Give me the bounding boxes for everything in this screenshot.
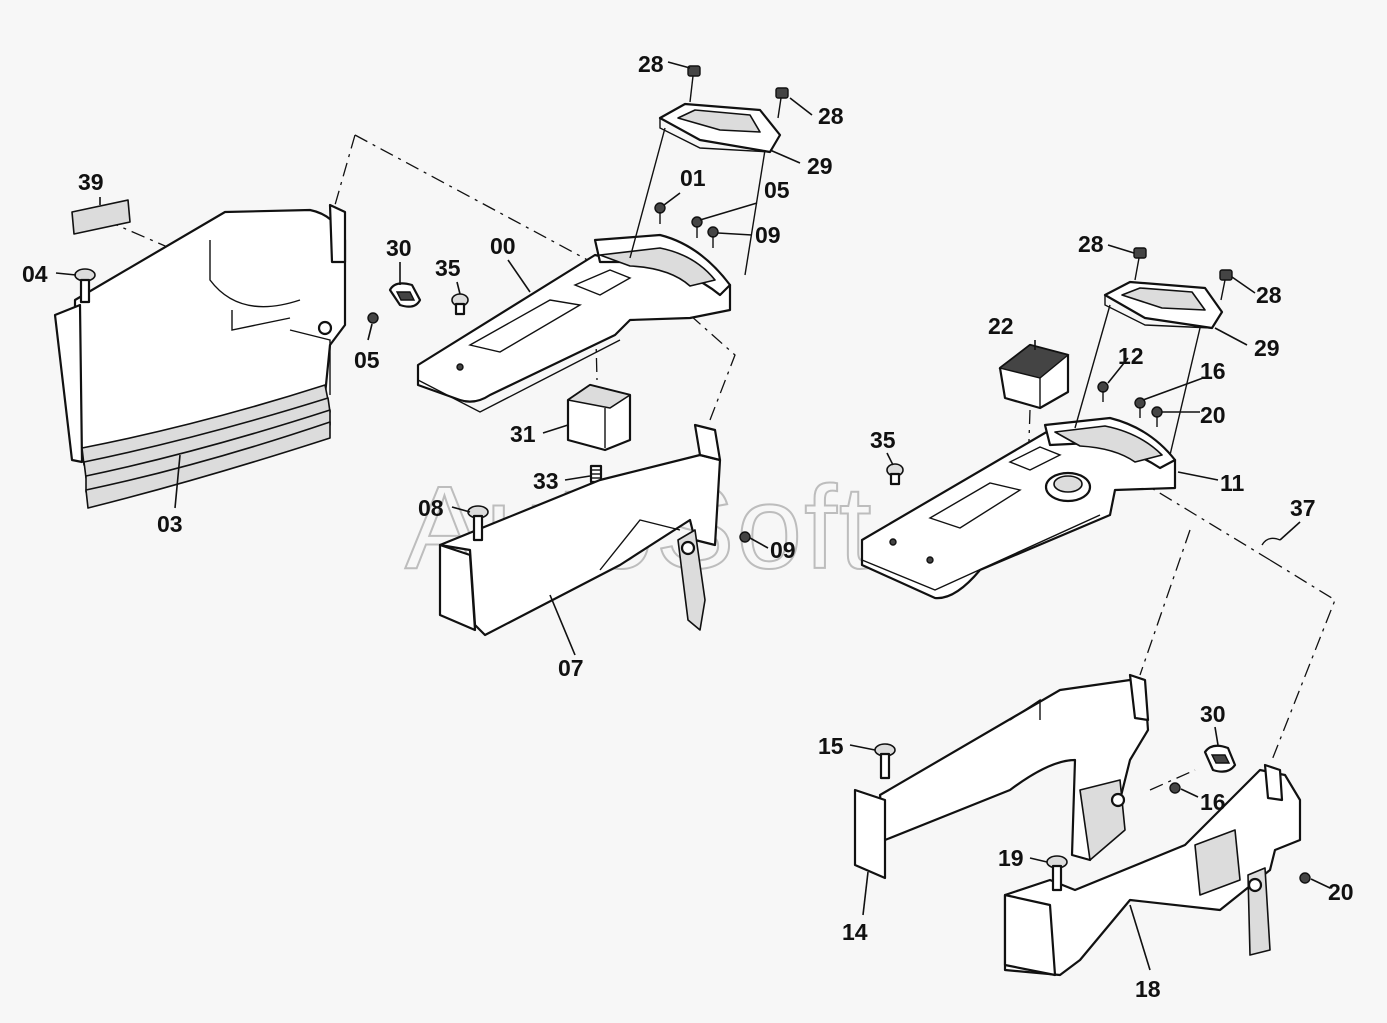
label-11: 11 bbox=[1220, 470, 1245, 496]
part-39-decal bbox=[71, 199, 131, 235]
label-28-right-b: 28 bbox=[1256, 282, 1282, 308]
label-20-lower: 20 bbox=[1328, 879, 1354, 905]
part-labels: 39 04 30 05 03 35 00 01 05 09 28 28 29 3… bbox=[22, 51, 1354, 1002]
label-08: 08 bbox=[418, 495, 444, 521]
label-30-right: 30 bbox=[1200, 701, 1226, 727]
label-30-left: 30 bbox=[386, 235, 412, 261]
label-09-lower: 09 bbox=[770, 537, 796, 563]
part-37-clip bbox=[1261, 537, 1281, 546]
label-33: 33 bbox=[533, 468, 559, 494]
screws-28-right bbox=[1133, 247, 1233, 301]
label-16-top: 16 bbox=[1200, 358, 1226, 384]
part-05-screw-left bbox=[367, 312, 379, 324]
label-03: 03 bbox=[157, 511, 183, 537]
screws-01-05-09 bbox=[654, 202, 719, 248]
label-16-lower: 16 bbox=[1200, 789, 1226, 815]
part-30-grommet-left bbox=[388, 282, 422, 308]
label-29-left: 29 bbox=[807, 153, 833, 179]
screws-28-left bbox=[687, 65, 789, 119]
label-28-right-a: 28 bbox=[1078, 231, 1104, 257]
label-29-right: 29 bbox=[1254, 335, 1280, 361]
label-07: 07 bbox=[558, 655, 584, 681]
label-35-right: 35 bbox=[870, 427, 896, 453]
part-09-screw-lower bbox=[739, 531, 751, 543]
screws-16-20-lower bbox=[1169, 782, 1311, 884]
label-09-top: 09 bbox=[755, 222, 781, 248]
screws-12-16-20 bbox=[1097, 381, 1163, 427]
part-03-left-side-cover bbox=[53, 203, 347, 509]
leader-lines bbox=[55, 61, 1331, 971]
label-19: 19 bbox=[998, 845, 1024, 871]
part-22-switch bbox=[998, 343, 1070, 410]
label-00: 00 bbox=[490, 233, 516, 259]
label-05-top: 05 bbox=[764, 177, 790, 203]
label-14: 14 bbox=[842, 919, 868, 945]
label-22: 22 bbox=[988, 313, 1014, 339]
part-29-bezel-left bbox=[629, 102, 782, 276]
label-04: 04 bbox=[22, 261, 48, 287]
part-35-clip-left bbox=[451, 293, 469, 316]
part-07-lower-cover bbox=[438, 423, 722, 637]
part-08-clip bbox=[467, 505, 489, 542]
label-35-left: 35 bbox=[435, 255, 461, 281]
label-18: 18 bbox=[1135, 976, 1161, 1002]
part-29-bezel-right bbox=[1074, 280, 1224, 456]
part-14-side-panel bbox=[853, 673, 1150, 880]
part-18-lower-cover bbox=[1003, 763, 1302, 977]
label-31: 31 bbox=[510, 421, 536, 447]
part-31-storage-bin bbox=[566, 383, 632, 452]
label-05-left: 05 bbox=[354, 347, 380, 373]
label-20-top: 20 bbox=[1200, 402, 1226, 428]
label-12: 12 bbox=[1118, 343, 1144, 369]
part-30-grommet-right bbox=[1203, 744, 1237, 773]
label-37: 37 bbox=[1290, 495, 1316, 521]
label-28-top-left: 28 bbox=[638, 51, 664, 77]
part-11-console-top bbox=[860, 416, 1177, 600]
label-39: 39 bbox=[78, 169, 104, 195]
label-28-top-right: 28 bbox=[818, 103, 844, 129]
part-35-clip-right bbox=[886, 463, 904, 486]
label-15: 15 bbox=[818, 733, 844, 759]
part-00-console-top bbox=[416, 233, 732, 413]
label-01: 01 bbox=[680, 165, 706, 191]
